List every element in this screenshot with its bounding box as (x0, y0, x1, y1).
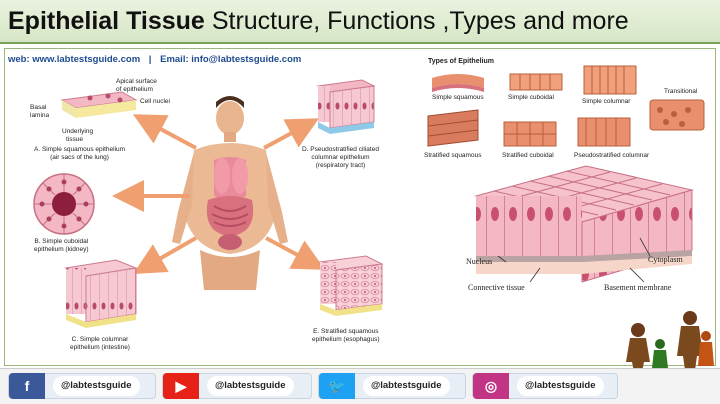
caption-b-line2: epithelium (kidney) (34, 246, 89, 253)
social-facebook[interactable]: f @labtestsguide (8, 373, 156, 399)
facebook-handle: @labtestsguide (53, 376, 140, 396)
social-bar: f @labtestsguide ▶ @labtestsguide 🐦 @lab… (0, 368, 720, 404)
caption-e-line1: E. Stratified squamous (313, 328, 379, 335)
caption-b: B. Simple cuboidal epithelium (kidney) (34, 238, 89, 254)
types-heading: Types of Epithelium (428, 58, 494, 65)
caption-c-line1: C. Simple columnar (71, 336, 129, 343)
human-figure (172, 96, 288, 290)
label-lamina: lamina (30, 112, 50, 119)
diagram-simple-squamous (60, 91, 138, 118)
label-apical-2: of epithelium (116, 86, 153, 93)
arrows (112, 114, 326, 274)
type-label-stratified-squamous: Stratified squamous (424, 152, 482, 159)
caption-e-line2: epithelium (esophagus) (312, 336, 380, 343)
family-silhouette (626, 311, 714, 372)
type-label-transitional: Transitional (664, 88, 698, 95)
separator: | (148, 54, 152, 65)
diagram-pseudostratified (316, 79, 376, 134)
label-tissue: tissue (66, 136, 83, 143)
youtube-handle: @labtestsguide (207, 376, 294, 396)
social-instagram[interactable]: ◎ @labtestsguide (472, 373, 618, 399)
instagram-icon: ◎ (473, 373, 509, 399)
twitter-icon: 🐦 (319, 373, 355, 399)
caption-d-line3: (respiratory tract) (315, 162, 366, 169)
type-label-simple-cuboidal: Simple cuboidal (508, 94, 554, 101)
caption-d: D. Pseudostratified ciliated columnar ep… (302, 146, 379, 170)
website-link[interactable]: web: www.labtestsguide.com (8, 54, 141, 65)
label-apical: Apical surface (116, 78, 157, 85)
social-twitter[interactable]: 🐦 @labtestsguide (318, 373, 466, 399)
caption-c: C. Simple columnar epithelium (intestine… (70, 336, 130, 352)
label-basement-membrane: Basement membrane (604, 283, 672, 292)
diagram-simple-cuboidal (33, 173, 95, 235)
email-link[interactable]: Email: info@labtestsguide.com (160, 54, 302, 65)
caption-e: E. Stratified squamous epithelium (esoph… (312, 328, 380, 344)
label-basal: Basal (30, 104, 47, 111)
contact-line: web: www.labtestsguide.com | Email: info… (8, 54, 307, 65)
type-label-stratified-cuboidal: Stratified cuboidal (502, 152, 554, 159)
caption-d-line2: columnar epithelium (311, 154, 370, 161)
label-cytoplasm: Cytoplasm (648, 255, 683, 264)
big-epithelium-diagram (474, 165, 694, 283)
caption-d-line1: D. Pseudostratified ciliated (302, 146, 379, 153)
youtube-icon: ▶ (163, 373, 199, 399)
caption-a-line2: (air sacs of the lung) (50, 154, 109, 161)
diagram-simple-columnar (64, 259, 138, 328)
title-rest: Structure, Functions ,Types and more (211, 6, 629, 35)
diagram-stratified-squamous (318, 255, 384, 316)
facebook-icon: f (9, 373, 45, 399)
label-underlying: Underlying (62, 128, 94, 135)
caption-b-line1: B. Simple cuboidal (34, 238, 89, 245)
social-youtube[interactable]: ▶ @labtestsguide (162, 373, 312, 399)
instagram-handle: @labtestsguide (517, 376, 604, 396)
label-cell-nuclei: Cell nuclei (140, 98, 170, 105)
title-bold: Epithelial Tissue (8, 6, 205, 35)
caption-a: A. Simple squamous epithelium (air sacs … (34, 146, 125, 162)
label-connective-tissue: Connective tissue (468, 283, 525, 292)
page-title: Epithelial Tissue Structure, Functions ,… (0, 0, 720, 44)
twitter-handle: @labtestsguide (363, 376, 450, 396)
type-label-simple-columnar: Simple columnar (582, 98, 631, 105)
type-label-simple-squamous: Simple squamous (432, 94, 484, 101)
label-nucleus: Nucleus (466, 257, 493, 266)
types-grid (427, 65, 705, 147)
type-label-pseudostratified: Pseudostratified columnar (574, 152, 650, 159)
caption-a-line1: A. Simple squamous epithelium (34, 146, 126, 153)
caption-c-line2: epithelium (intestine) (70, 344, 130, 351)
